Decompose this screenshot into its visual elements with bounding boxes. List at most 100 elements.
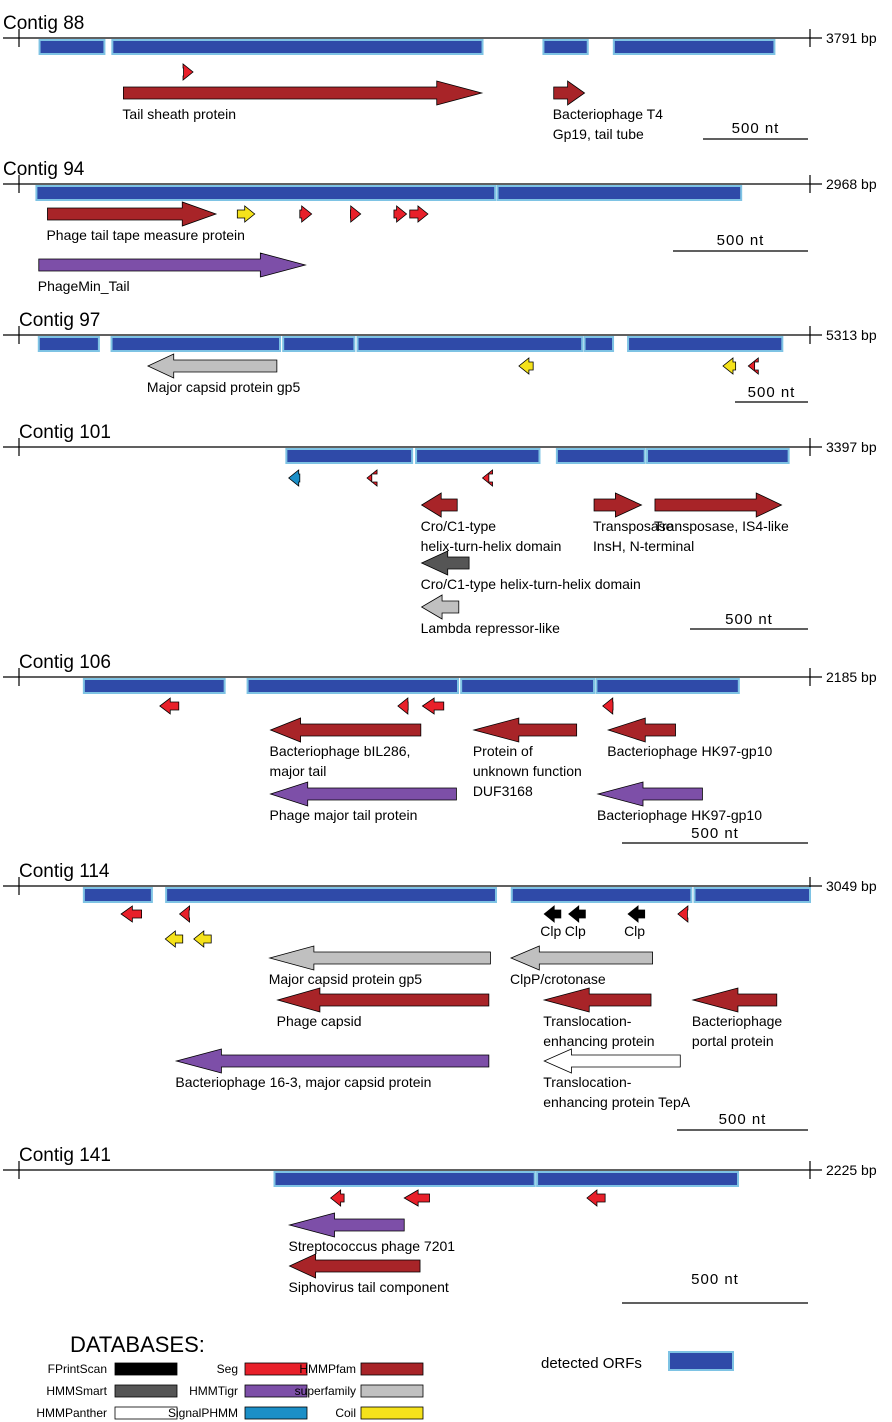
contig-length: 3049 bp xyxy=(826,878,877,894)
legend: DATABASES:FPrintScanHMMSmartHMMPantherSe… xyxy=(36,1332,734,1420)
orf-box xyxy=(583,336,615,352)
feature-label: Transposase xyxy=(593,518,674,534)
legend-swatch xyxy=(360,1362,424,1376)
feature-arrow xyxy=(542,987,652,1013)
feature-label: Clp xyxy=(624,923,645,939)
orf-box xyxy=(693,887,811,903)
legend-label: HMMTigr xyxy=(189,1384,238,1398)
feature-arrow xyxy=(182,63,194,81)
feature-arrow xyxy=(602,697,614,715)
orf-box xyxy=(510,887,693,903)
feature-arrow xyxy=(269,781,457,807)
feature-arrow xyxy=(606,717,676,743)
feature-arrow xyxy=(509,945,653,971)
feature-label: Cro/C1-type xyxy=(421,518,497,534)
legend-swatch xyxy=(244,1406,308,1420)
contig-length: 2968 bp xyxy=(826,176,877,192)
feature-arrow xyxy=(288,1253,421,1279)
feature-arrow xyxy=(146,353,278,379)
orf-box xyxy=(496,185,743,201)
contig-length: 5313 bp xyxy=(826,327,877,343)
orf-box xyxy=(555,448,646,464)
legend-label: HMMPfam xyxy=(299,1362,356,1376)
legend-label: HMMSmart xyxy=(46,1384,107,1398)
contig-title: Contig 101 xyxy=(19,422,111,443)
feature-arrow xyxy=(236,205,256,223)
scale-bar-label: 500 nt xyxy=(691,1271,739,1288)
scale-bar-label: 500 nt xyxy=(719,1111,767,1128)
feature-arrow xyxy=(269,717,422,743)
feature-arrow xyxy=(397,697,409,715)
contig-title: Contig 106 xyxy=(19,652,111,673)
feature-label: ClpP/crotonase xyxy=(510,971,606,987)
feature-label: Bacteriophage T4 xyxy=(553,106,663,122)
orf-box xyxy=(542,39,589,55)
feature-arrow xyxy=(123,80,484,106)
feature-arrow xyxy=(747,357,759,375)
scale-bar-label: 500 nt xyxy=(691,825,739,842)
feature-arrow xyxy=(47,201,218,227)
orf-box xyxy=(246,678,460,694)
feature-arrow xyxy=(420,550,470,576)
feature-arrow xyxy=(677,905,689,923)
feature-label: Lambda repressor-like xyxy=(421,620,560,636)
legend-swatch xyxy=(360,1384,424,1398)
feature-label: Phage capsid xyxy=(277,1013,362,1029)
feature-label: Phage tail tape measure protein xyxy=(46,227,244,243)
orf-box xyxy=(415,448,541,464)
feature-label: DUF3168 xyxy=(473,783,533,799)
orf-box xyxy=(646,448,790,464)
orf-box xyxy=(273,1171,536,1187)
feature-arrow xyxy=(543,905,562,923)
feature-label: major tail xyxy=(270,763,327,779)
legend-label: superfamily xyxy=(295,1384,356,1398)
feature-label: Bacteriophage 16-3, major capsid protein xyxy=(175,1074,431,1090)
feature-label: Major capsid protein gp5 xyxy=(147,379,301,395)
feature-label: Clp xyxy=(540,923,561,939)
feature-arrow xyxy=(159,697,180,715)
feature-arrow xyxy=(164,930,184,948)
orf-box xyxy=(111,39,484,55)
contig-title: Contig 88 xyxy=(3,13,84,34)
feature-label: portal protein xyxy=(692,1033,774,1049)
legend-title: DATABASES: xyxy=(70,1332,205,1357)
feature-arrow xyxy=(654,492,783,518)
feature-arrow xyxy=(193,930,212,948)
scale-bar-label: 500 nt xyxy=(748,384,796,401)
feature-arrow xyxy=(330,1189,345,1207)
feature-arrow xyxy=(421,697,445,715)
contig-title: Contig 141 xyxy=(19,1145,111,1166)
feature-arrow xyxy=(393,205,408,223)
feature-label: Bacteriophage bIL286, xyxy=(270,743,411,759)
feature-arrow xyxy=(722,357,737,375)
feature-label: Gp19, tail tube xyxy=(553,126,644,142)
feature-arrow xyxy=(174,1048,490,1074)
feature-arrow xyxy=(268,945,491,971)
feature-arrow xyxy=(596,781,703,807)
feature-arrow xyxy=(38,252,307,278)
legend-label: FPrintScan xyxy=(48,1362,107,1376)
legend-swatch xyxy=(360,1406,424,1420)
feature-arrow xyxy=(288,469,301,487)
feature-label: Translocation- xyxy=(543,1013,632,1029)
feature-label: helix-turn-helix domain xyxy=(421,538,562,554)
feature-arrow xyxy=(366,469,378,487)
legend-label: HMMPanther xyxy=(36,1406,107,1420)
feature-label: Transposase, IS4-like xyxy=(654,518,789,534)
orf-box xyxy=(110,336,282,352)
legend-swatch xyxy=(114,1406,178,1420)
feature-label: Bacteriophage xyxy=(692,1013,783,1029)
scale-bar-label: 500 nt xyxy=(732,120,780,137)
orf-box xyxy=(536,1171,740,1187)
orf-box xyxy=(285,448,414,464)
orf-box xyxy=(35,185,497,201)
legend-swatch xyxy=(244,1384,308,1398)
orf-box xyxy=(627,336,784,352)
orf-box xyxy=(165,887,497,903)
